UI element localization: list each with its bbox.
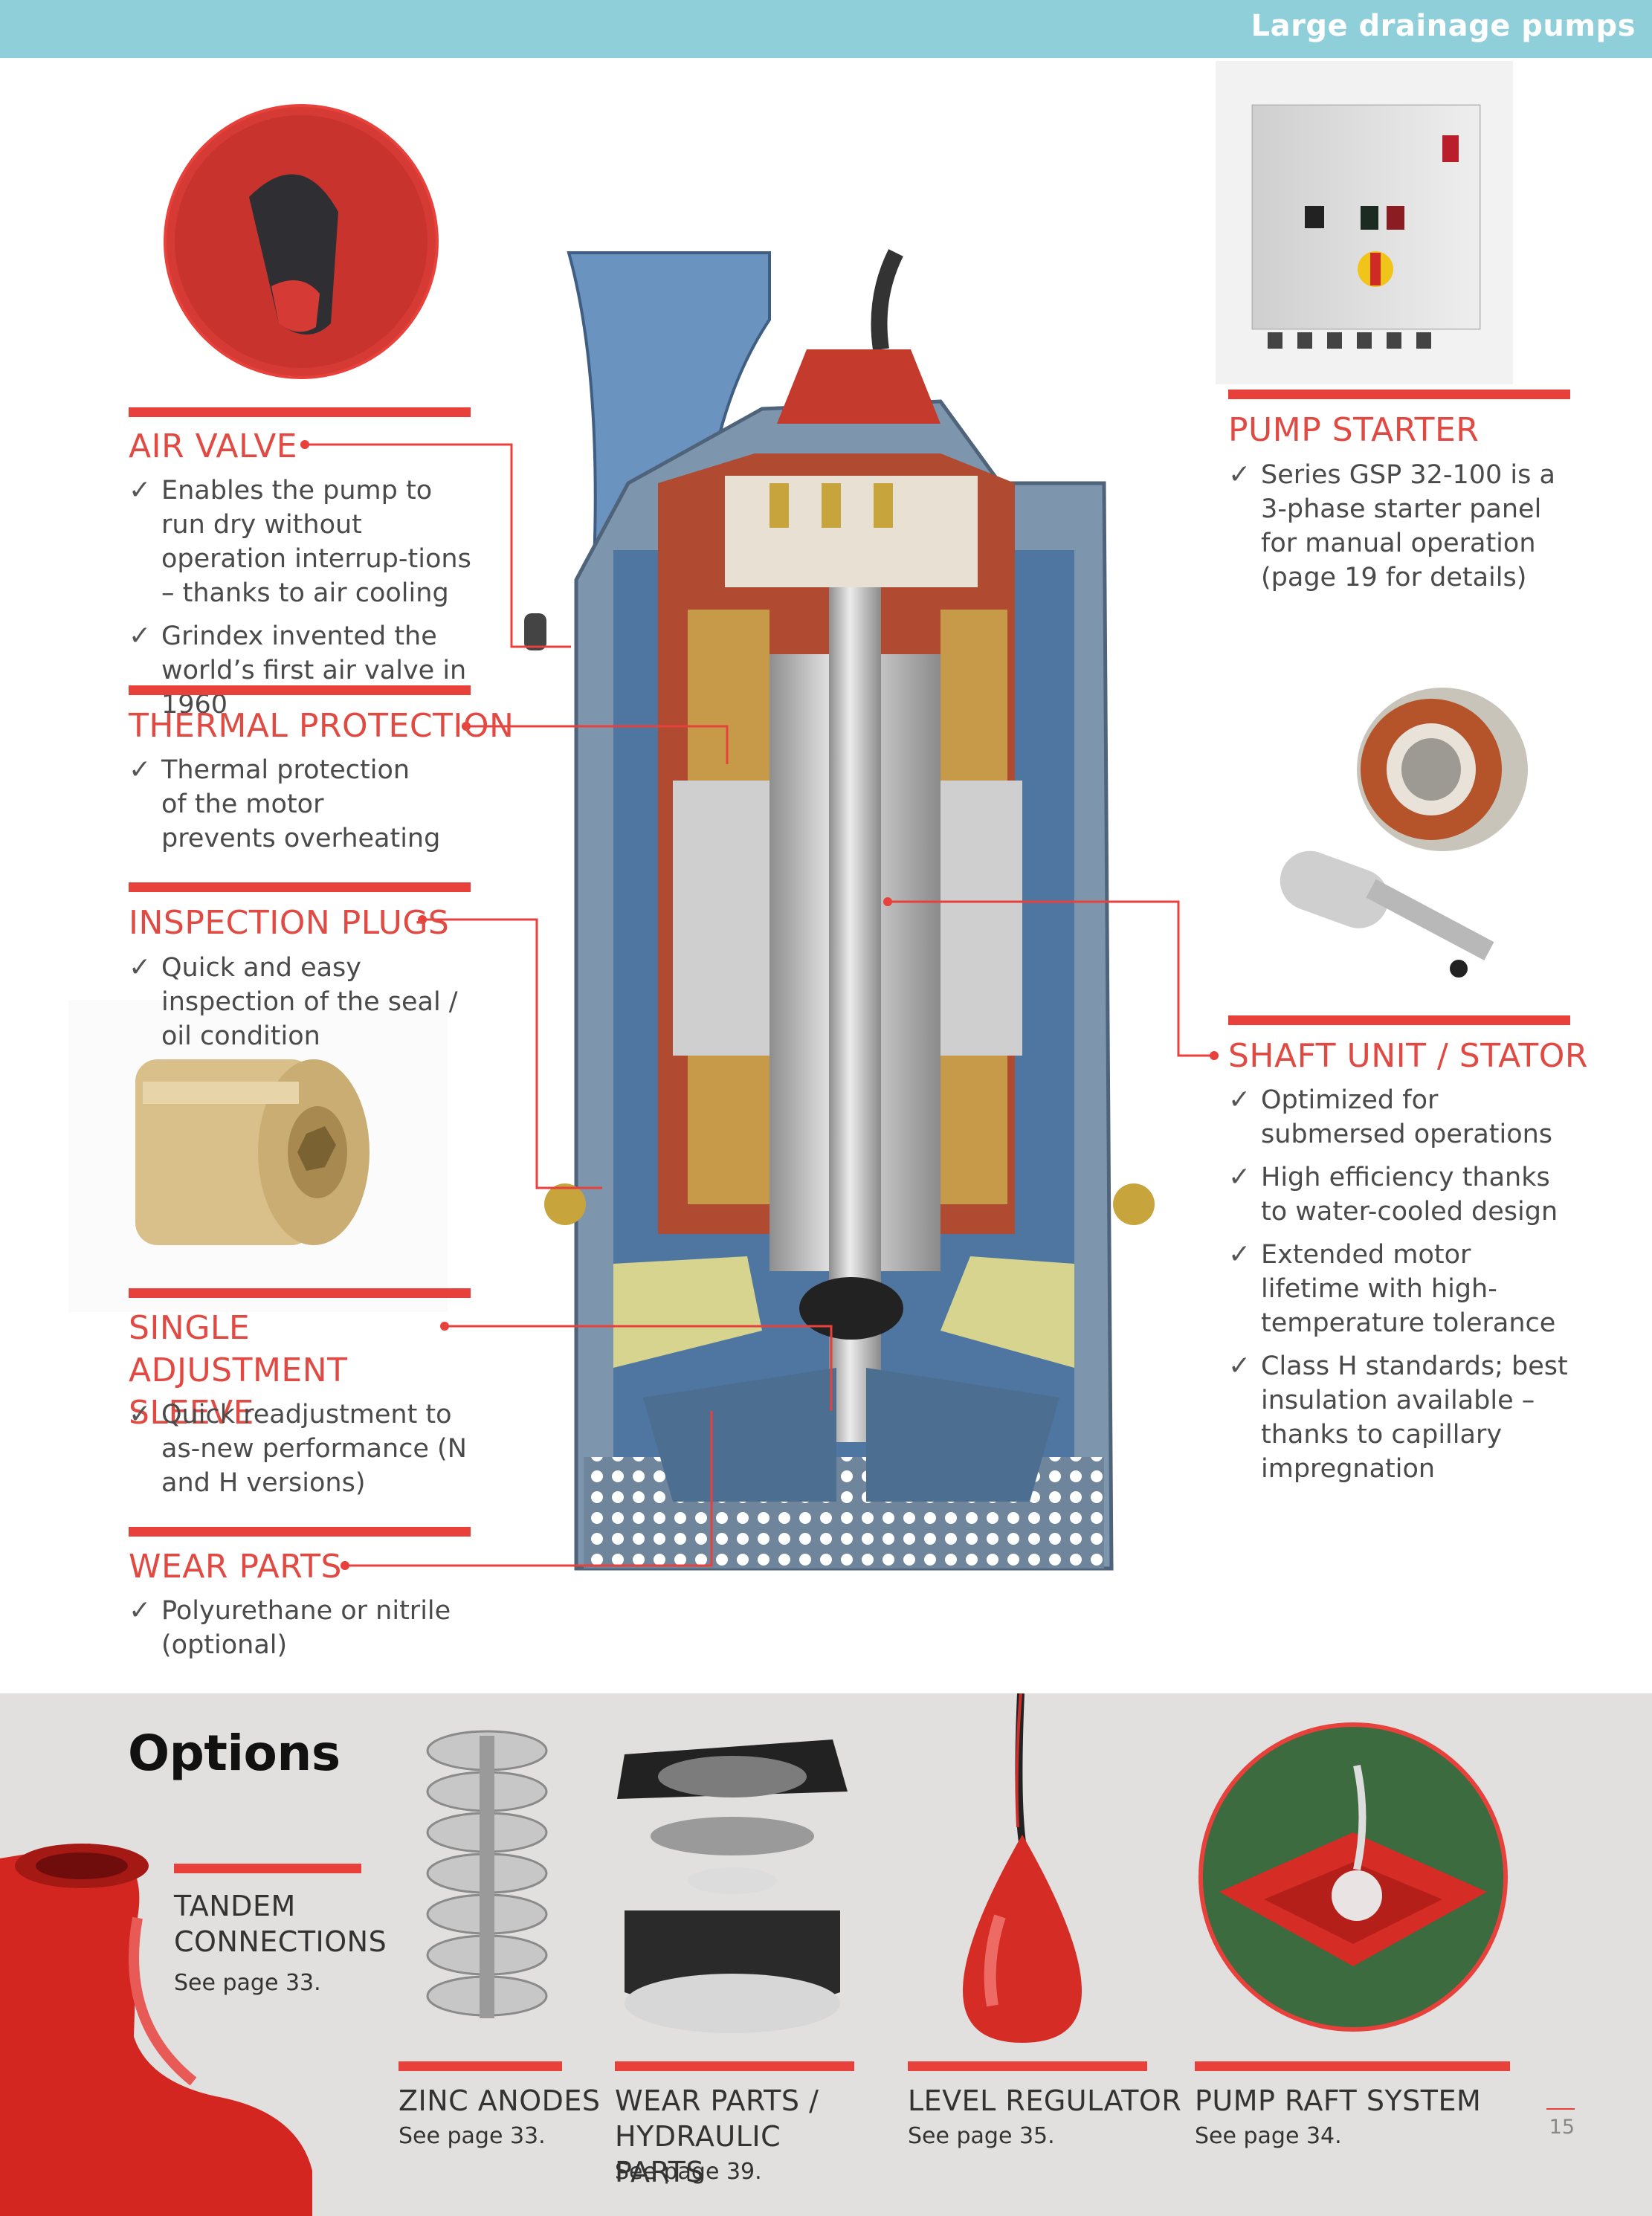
list-item: ✓Quick readjustment to as-new performanc… bbox=[129, 1399, 467, 1498]
option-see-pump-raft-system: See page 34. bbox=[1195, 2123, 1342, 2149]
check-icon: ✓ bbox=[129, 755, 152, 785]
pump-raft-photo bbox=[1198, 1722, 1508, 2032]
rule-shaft-unit-stator bbox=[1228, 1015, 1570, 1025]
list-item: ✓Polyurethane or nitrile (optional) bbox=[129, 1595, 451, 1660]
single-adjustment-sleeve-bullets: ✓Quick readjustment to as-new performanc… bbox=[129, 1398, 478, 1509]
heading-air-valve: AIR VALVE bbox=[129, 427, 298, 465]
option-label-zinc-anodes: ZINC ANODES bbox=[399, 2084, 601, 2117]
option-see-wear-parts-hydraulic: See page 39. bbox=[615, 2159, 762, 2185]
heading-single-adjustment-sleeve: SINGLE ADJUSTMENT SLEEVE bbox=[129, 1309, 348, 1432]
list-item: ✓Quick and easy inspection of the seal /… bbox=[129, 952, 458, 1051]
option-see-level-regulator: See page 35. bbox=[908, 2123, 1055, 2149]
option-see-tandem-connections: See page 33. bbox=[174, 1970, 321, 1996]
list-item: ✓Class H standards; best insulation avai… bbox=[1228, 1351, 1568, 1484]
hydraulic-parts-photo bbox=[617, 1739, 848, 2033]
check-icon: ✓ bbox=[1228, 1085, 1251, 1115]
list-item: ✓Series GSP 32-100 is a 3-phase starter … bbox=[1228, 459, 1555, 592]
pump-starter-bullets: ✓Series GSP 32-100 is a 3-phase starter … bbox=[1228, 458, 1570, 604]
option-label-wear-parts-hydraulic: WEAR PARTS / HYDRAULIC PARTS bbox=[615, 2084, 819, 2188]
thermal-protection-bullets: ✓Thermal protection of the motor prevent… bbox=[129, 753, 441, 865]
heading-pump-starter: PUMP STARTER bbox=[1228, 411, 1480, 449]
heading-wear-parts: WEAR PARTS bbox=[129, 1548, 342, 1586]
check-icon: ✓ bbox=[1228, 1239, 1251, 1270]
heading-thermal-protection: THERMAL PROTECTION bbox=[129, 707, 514, 745]
list-item: ✓Extended motor lifetime with high-tempe… bbox=[1228, 1239, 1556, 1338]
heading-shaft-unit-stator: SHAFT UNIT / STATOR bbox=[1228, 1037, 1588, 1075]
rule-thermal-protection bbox=[129, 685, 471, 695]
option-label-tandem-connections: TANDEM CONNECTIONS bbox=[174, 1890, 387, 1958]
check-icon: ✓ bbox=[129, 1399, 152, 1430]
rule-wear-parts bbox=[129, 1527, 471, 1537]
page-number: 15 bbox=[1549, 2116, 1575, 2139]
check-icon: ✓ bbox=[1228, 1351, 1251, 1381]
level-regulator-photo bbox=[963, 1693, 1082, 2043]
list-item: ✓Thermal protection of the motor prevent… bbox=[129, 755, 441, 853]
check-icon: ✓ bbox=[129, 952, 152, 983]
options-title: Options bbox=[128, 1725, 341, 1782]
rule-inspection-plugs bbox=[129, 882, 471, 892]
inspection-plug-photo bbox=[68, 1000, 448, 1312]
pump-cutaway-illustration bbox=[524, 249, 1155, 1571]
rule-single-adjustment-sleeve bbox=[129, 1288, 471, 1298]
list-item: ✓High efficiency thanks to water-cooled … bbox=[1228, 1162, 1558, 1227]
page-title: Large drainage pumps bbox=[1251, 9, 1636, 43]
wear-parts-bullets: ✓Polyurethane or nitrile (optional) bbox=[129, 1594, 478, 1671]
heading-inspection-plugs: INSPECTION PLUGS bbox=[129, 904, 450, 942]
shaft-unit-stator-bullets: ✓Optimized for submersed operations ✓Hig… bbox=[1228, 1083, 1570, 1495]
check-icon: ✓ bbox=[129, 475, 152, 505]
rule-level-regulator bbox=[908, 2061, 1147, 2071]
air-valve-photo bbox=[164, 104, 439, 379]
rule-wear-parts-hydraulic bbox=[615, 2061, 854, 2071]
option-label-pump-raft-system: PUMP RAFT SYSTEM bbox=[1195, 2084, 1482, 2117]
option-see-zinc-anodes: See page 33. bbox=[399, 2123, 546, 2149]
rule-zinc-anodes bbox=[399, 2061, 562, 2071]
pump-starter-photo bbox=[1216, 61, 1513, 384]
check-icon: ✓ bbox=[129, 621, 152, 651]
page-number-rule bbox=[1546, 2108, 1575, 2110]
zinc-anodes-photo bbox=[426, 1730, 548, 2018]
check-icon: ✓ bbox=[129, 1595, 152, 1626]
rule-air-valve bbox=[129, 407, 471, 417]
rule-pump-starter bbox=[1228, 390, 1570, 399]
list-item: ✓Enables the pump to run dry without ope… bbox=[129, 475, 471, 608]
check-icon: ✓ bbox=[1228, 459, 1251, 490]
inspection-plugs-bullets: ✓Quick and easy inspection of the seal /… bbox=[129, 951, 478, 1062]
check-icon: ✓ bbox=[1228, 1162, 1251, 1192]
rule-pump-raft-system bbox=[1195, 2061, 1510, 2071]
tandem-connection-photo bbox=[0, 1844, 312, 2216]
stator-shaft-photo bbox=[1280, 688, 1528, 978]
rule-tandem-connections bbox=[174, 1864, 361, 1873]
option-label-level-regulator: LEVEL REGULATOR bbox=[908, 2084, 1182, 2117]
header-bar: Large drainage pumps bbox=[0, 0, 1652, 58]
list-item: ✓Optimized for submersed operations bbox=[1228, 1085, 1553, 1149]
